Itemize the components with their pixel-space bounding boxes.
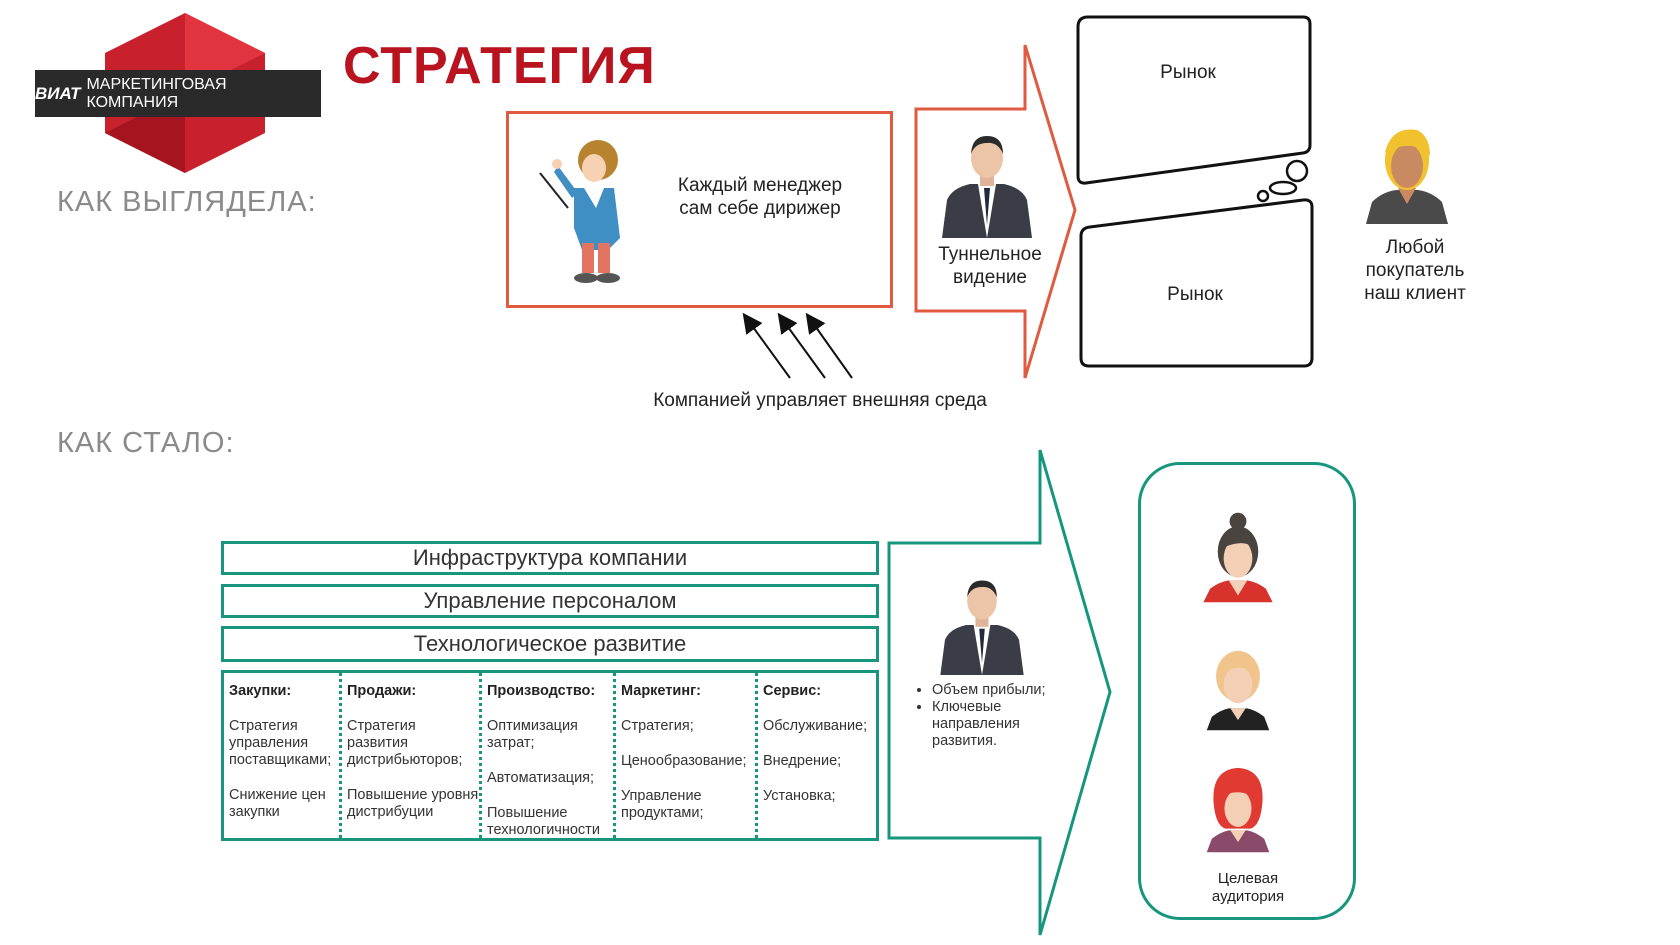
- bullet-item: Объем прибыли;: [932, 682, 1082, 699]
- value-chain-columns: Закупки: Стратегия управления поставщика…: [221, 670, 879, 841]
- thought-dot-medium: [1268, 180, 1298, 196]
- arrow-icon: [742, 312, 791, 379]
- logo-company: МАРКЕТИНГОВАЯ КОМПАНИЯ: [86, 75, 227, 111]
- column-item: Повышение технологичности: [487, 805, 600, 838]
- arrow-icon: [777, 312, 826, 379]
- blonde-woman-icon: [1366, 129, 1448, 224]
- column-item: Стратегия;: [621, 718, 694, 734]
- audience-text: Целевая аудитория: [1211, 870, 1285, 905]
- conductor-text: Каждый менеджер сам себе дирижер: [677, 175, 843, 219]
- market-bottom-bubble: [1079, 198, 1314, 368]
- woman-red-hair-icon: [1206, 767, 1270, 853]
- column-item: Снижение цен закупки: [229, 787, 326, 820]
- bar-infrastructure: Инфраструктура компании: [221, 541, 879, 575]
- column-item: Оптимизация затрат;: [487, 718, 578, 751]
- thought-dot-large: [1285, 159, 1309, 183]
- column-item: Ценообразование;: [621, 753, 747, 769]
- column-header: Производство:: [487, 683, 596, 699]
- column-purchasing: Закупки: Стратегия управления поставщика…: [224, 673, 339, 838]
- page-title: СТРАТЕГИЯ: [343, 37, 656, 95]
- bar-technology: Технологическое развитие: [221, 626, 879, 662]
- logo-band: ВИАТ МАРКЕТИНГОВАЯ КОМПАНИЯ: [35, 70, 321, 117]
- column-item: Автоматизация;: [487, 770, 595, 786]
- woman-short-hair-icon: [1206, 650, 1270, 731]
- before-label: КАК ВЫГЛЯДЕЛА:: [57, 186, 317, 218]
- audience-box: [1138, 462, 1356, 920]
- tunnel-label: Туннельное видение: [938, 244, 1042, 288]
- column-item: Повышение уровня дистрибуции: [347, 787, 479, 820]
- woman-bun-icon: [1203, 512, 1273, 603]
- column-item: Стратегия управления поставщиками;: [229, 718, 332, 768]
- column-item: Стратегия развития дистрибьюторов;: [347, 718, 463, 768]
- column-sales: Продажи: Стратегия развития дистрибьютор…: [339, 673, 479, 838]
- bullet-item: Ключевые направления развития.: [932, 699, 1082, 750]
- column-item: Обслуживание;: [763, 718, 868, 734]
- column-production: Производство: Оптимизация затрат; Автома…: [479, 673, 613, 838]
- column-header: Продажи:: [347, 683, 417, 699]
- conductor-illustration-icon: [539, 140, 620, 283]
- conductor-box: [506, 111, 893, 308]
- logo-brand: ВИАТ: [35, 83, 81, 103]
- column-header: Закупки:: [229, 683, 292, 699]
- businessman-icon: [940, 580, 1024, 675]
- column-item: Установка;: [763, 788, 836, 804]
- green-arrow-shape: [887, 449, 1112, 936]
- column-item: Управление продуктами;: [621, 788, 704, 821]
- column-marketing: Маркетинг: Стратегия; Ценообразование; У…: [613, 673, 755, 838]
- after-label: КАК СТАЛО:: [57, 427, 235, 459]
- environment-text: Компанией управляет внешняя среда: [653, 390, 987, 411]
- column-service: Сервис: Обслуживание; Внедрение; Установ…: [755, 673, 876, 838]
- red-arrow-shape: [914, 44, 1077, 379]
- market-top-bubble: [1076, 15, 1312, 185]
- arrow-icon: [805, 312, 853, 379]
- buyer-text: Любой покупатель наш клиент: [1364, 237, 1466, 304]
- column-header: Сервис:: [763, 683, 822, 699]
- bar-personnel: Управление персоналом: [221, 584, 879, 618]
- thought-dot-small: [1256, 189, 1270, 203]
- businessman-icon: [942, 136, 1032, 238]
- column-header: Маркетинг:: [621, 683, 701, 699]
- column-item: Внедрение;: [763, 753, 842, 769]
- profit-bullets: Объем прибыли; Ключевые направления разв…: [912, 682, 1082, 750]
- market-bottom-text: Рынок: [1167, 284, 1223, 305]
- market-top-text: Рынок: [1160, 62, 1216, 83]
